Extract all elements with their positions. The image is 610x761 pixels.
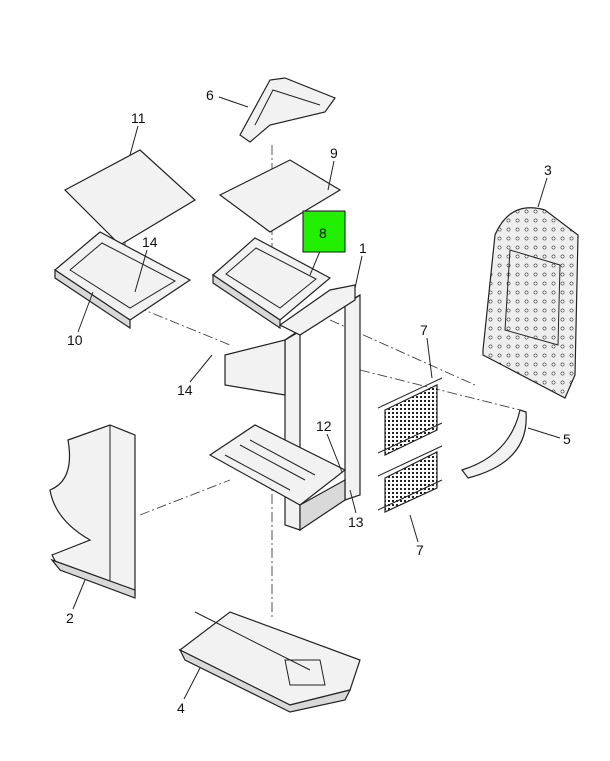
part-frame-1[interactable]: [208, 284, 361, 532]
callout-3[interactable]: 3: [544, 162, 552, 178]
part-panel-11[interactable]: [64, 149, 197, 246]
callout-14[interactable]: 14: [177, 382, 193, 398]
callout-8[interactable]: 8: [319, 225, 327, 241]
part-trim-5[interactable]: [461, 409, 527, 479]
callout-14[interactable]: 14: [142, 234, 158, 250]
callout-12[interactable]: 12: [316, 418, 332, 434]
callout-2[interactable]: 2: [66, 610, 74, 626]
part-screen-7-lower[interactable]: [377, 445, 443, 513]
highlight-box: [302, 210, 346, 253]
part-tray-10[interactable]: [54, 231, 192, 330]
callout-7[interactable]: 7: [416, 542, 424, 558]
callout-5[interactable]: 5: [563, 431, 571, 447]
callout-11[interactable]: 11: [131, 110, 146, 126]
callout-6[interactable]: 6: [206, 87, 214, 103]
part-side-panel-2[interactable]: [49, 424, 136, 599]
part-base-4[interactable]: [178, 611, 361, 713]
callout-1[interactable]: 1: [359, 240, 367, 256]
part-top-cover[interactable]: [239, 77, 336, 143]
callout-13[interactable]: 13: [348, 514, 364, 530]
part-screen-7-upper[interactable]: [377, 377, 443, 456]
callout-7[interactable]: 7: [420, 322, 428, 338]
part-tray-8[interactable]: [212, 237, 332, 330]
part-back-panel-3[interactable]: [482, 207, 579, 399]
callout-9[interactable]: 9: [330, 145, 338, 161]
callout-10[interactable]: 10: [67, 332, 83, 348]
part-panel-9[interactable]: [218, 159, 342, 233]
leader-lines: [72, 96, 561, 700]
callout-4[interactable]: 4: [177, 700, 185, 716]
